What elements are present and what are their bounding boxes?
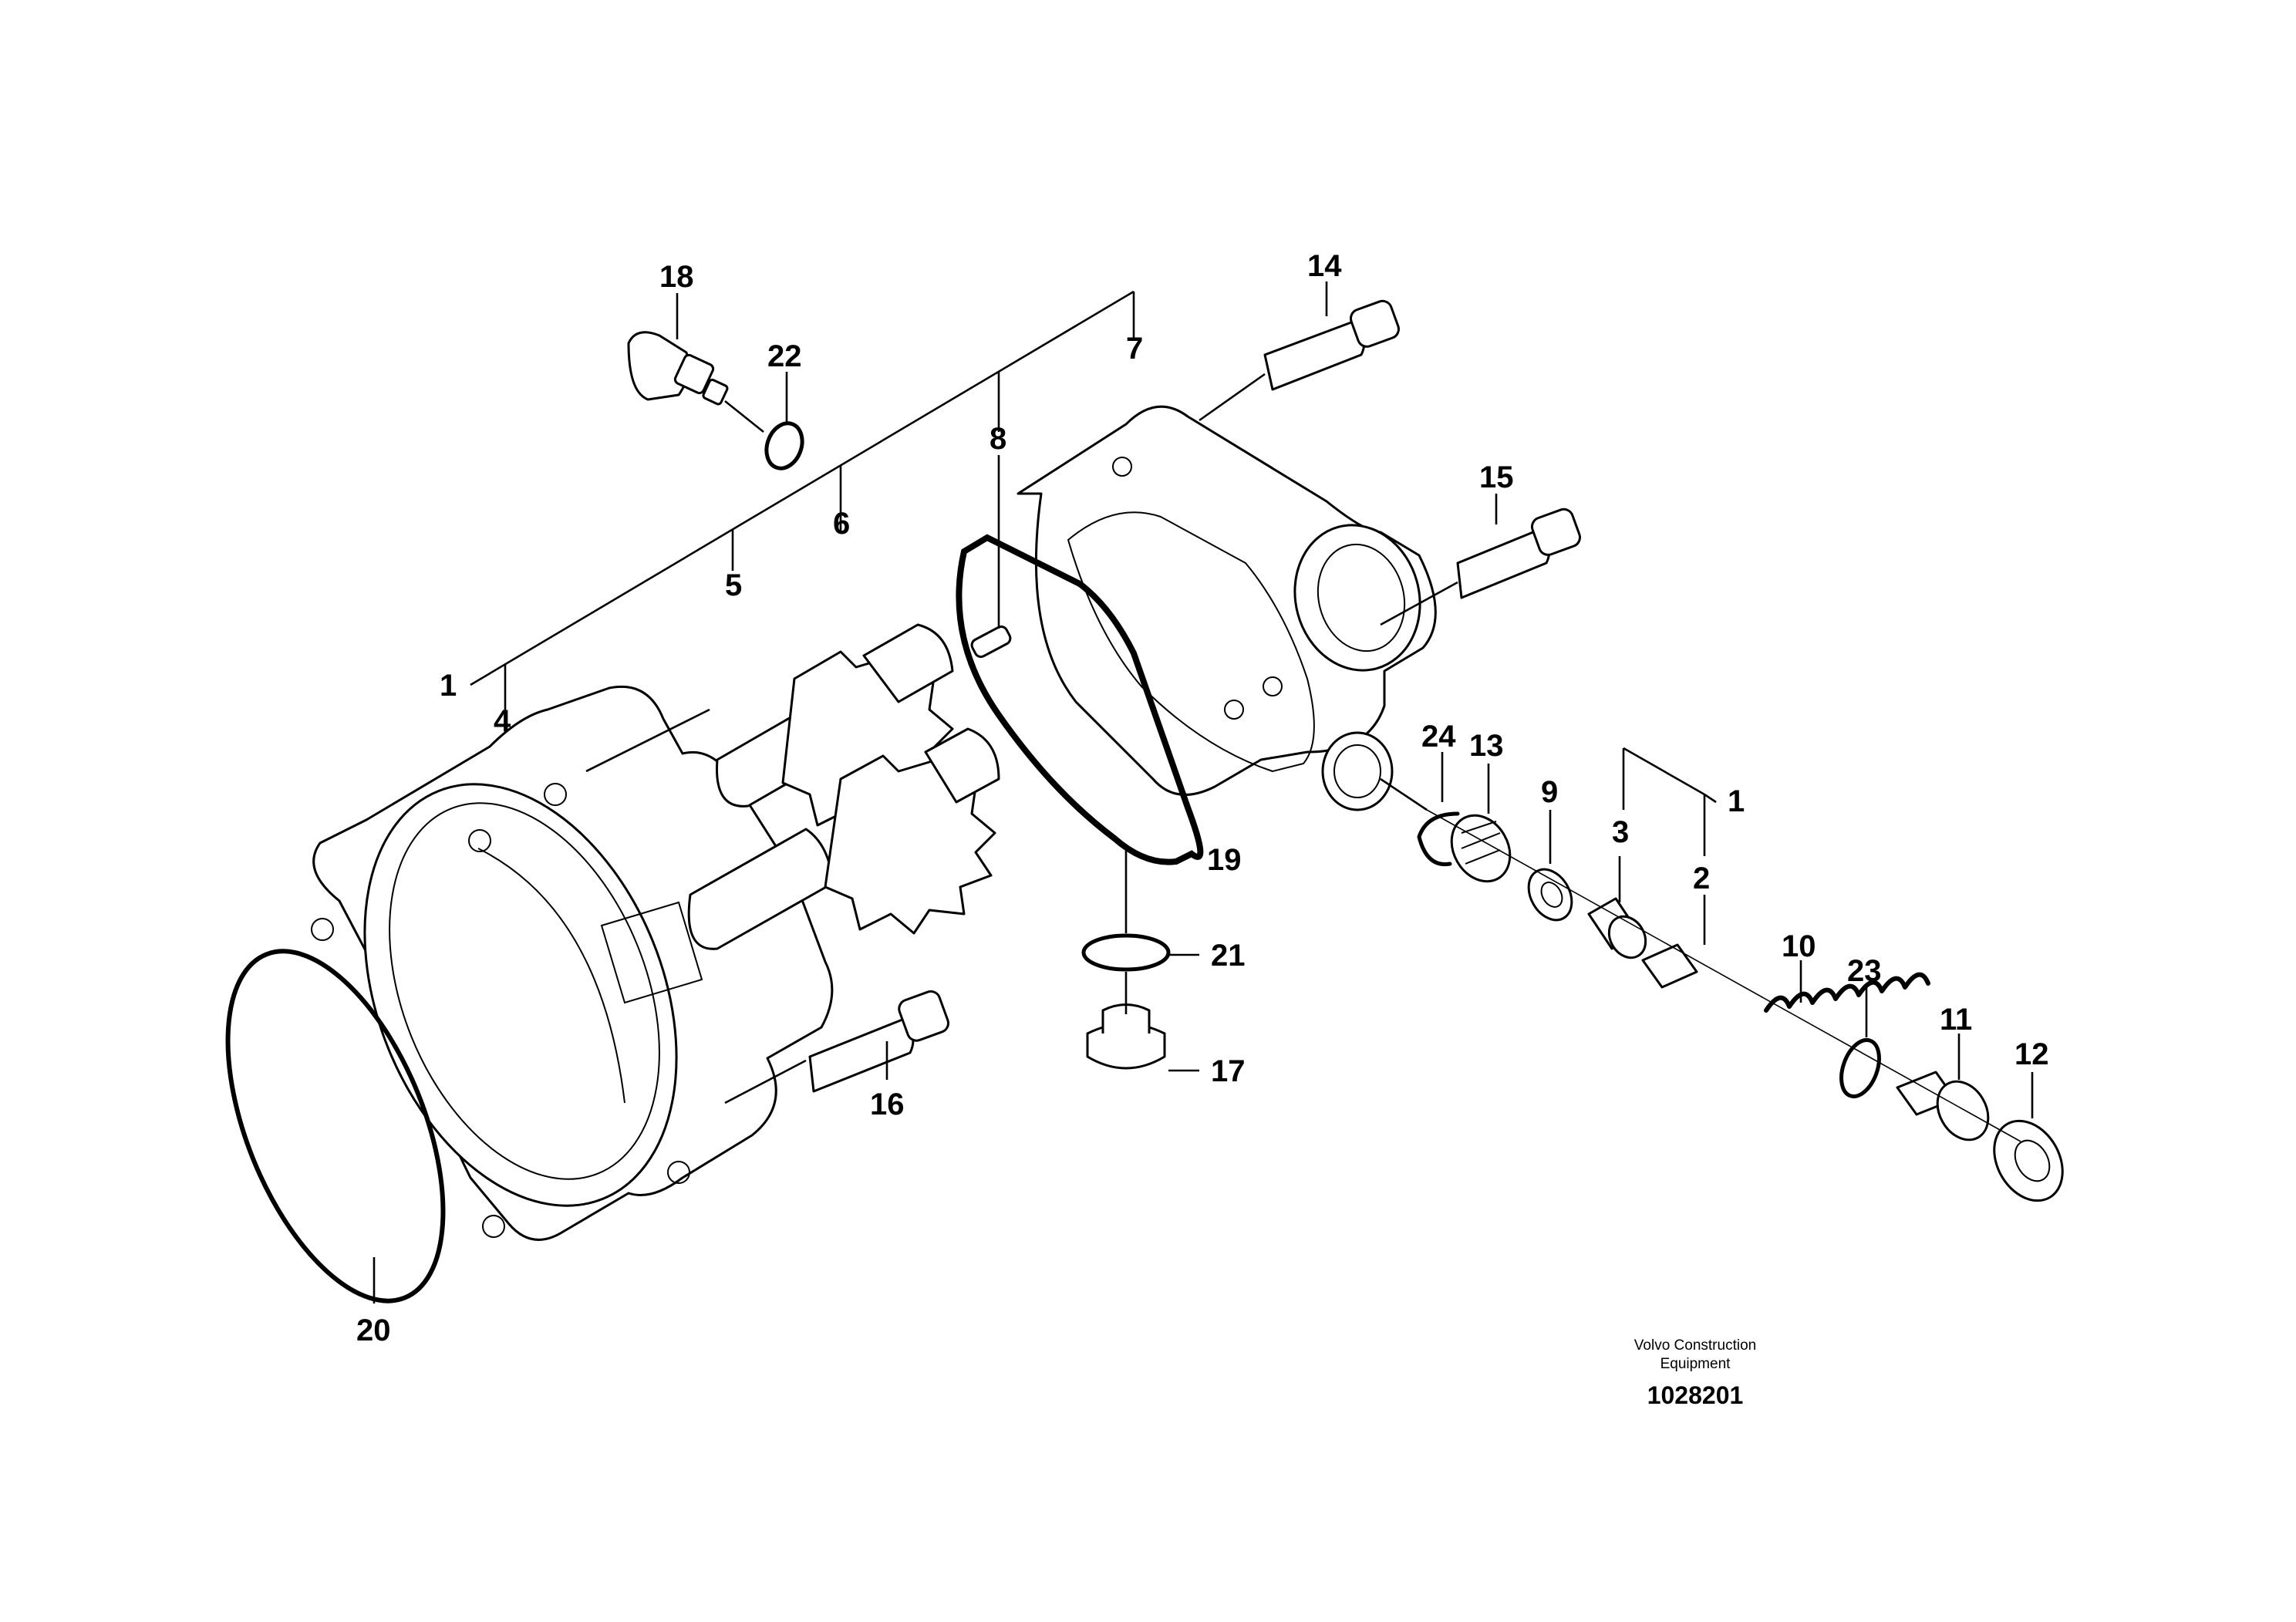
bolt-16 bbox=[808, 990, 950, 1093]
filter-13 bbox=[1450, 764, 1512, 883]
o-ring-23 bbox=[1839, 987, 1881, 1098]
plug-18 bbox=[627, 293, 764, 433]
plug-17 bbox=[1086, 972, 1199, 1072]
callout-8: 8 bbox=[990, 422, 1006, 456]
valve-plug-11 bbox=[1896, 1034, 1990, 1141]
callout-12: 12 bbox=[2014, 1037, 2049, 1071]
gear-shaft-5 bbox=[687, 727, 1000, 950]
callout-19: 19 bbox=[1207, 843, 1242, 877]
callout-4: 4 bbox=[494, 704, 511, 738]
bolt-15 bbox=[1380, 494, 1581, 626]
callout-2: 2 bbox=[1693, 862, 1710, 895]
spring-10 bbox=[1764, 960, 1930, 1013]
drawing-number: 1028201 bbox=[1647, 1381, 1744, 1409]
company-name-line2: Equipment bbox=[1660, 1356, 1731, 1372]
callout-1-left: 1 bbox=[440, 669, 457, 703]
callout-23: 23 bbox=[1847, 954, 1882, 988]
callout-18: 18 bbox=[659, 260, 694, 294]
o-ring-22 bbox=[764, 372, 804, 470]
dowel-pin-8 bbox=[970, 455, 1012, 659]
callout-9: 9 bbox=[1541, 775, 1558, 809]
seal-19 bbox=[956, 534, 1204, 865]
valve-axis-line bbox=[1426, 809, 2021, 1142]
callout-7: 7 bbox=[1126, 332, 1143, 366]
callout-13: 13 bbox=[1469, 729, 1504, 763]
callout-24: 24 bbox=[1421, 720, 1456, 754]
assembly-bracket-1 bbox=[470, 290, 1135, 779]
callout-21: 21 bbox=[1211, 939, 1246, 973]
o-ring-21 bbox=[1081, 848, 1199, 972]
callout-5: 5 bbox=[725, 568, 742, 602]
callout-3: 3 bbox=[1612, 815, 1629, 849]
pump-cover-7 bbox=[1017, 405, 1437, 811]
pump-housing-4 bbox=[311, 685, 834, 1241]
callout-10: 10 bbox=[1782, 929, 1816, 963]
valve-seat-3 bbox=[1587, 856, 1647, 959]
company-name-line1: Volvo Construction bbox=[1634, 1337, 1756, 1354]
nut-12 bbox=[1993, 1072, 2064, 1202]
bolt-14 bbox=[1199, 282, 1400, 422]
washer-9 bbox=[1527, 810, 1573, 922]
callout-20: 20 bbox=[356, 1313, 391, 1347]
o-ring-20 bbox=[225, 949, 446, 1303]
callout-14: 14 bbox=[1307, 249, 1342, 283]
retaining-ring-24 bbox=[1417, 752, 1460, 867]
callout-15: 15 bbox=[1479, 460, 1514, 494]
callout-11: 11 bbox=[1940, 1003, 1972, 1037]
callout-1-right: 1 bbox=[1728, 784, 1745, 818]
poppet-2 bbox=[1641, 895, 1706, 989]
callout-17: 17 bbox=[1211, 1054, 1246, 1088]
assembly-bracket-1-relief bbox=[1622, 747, 1717, 856]
callout-16: 16 bbox=[870, 1088, 905, 1121]
callout-6: 6 bbox=[833, 507, 850, 541]
callout-22: 22 bbox=[767, 339, 802, 373]
